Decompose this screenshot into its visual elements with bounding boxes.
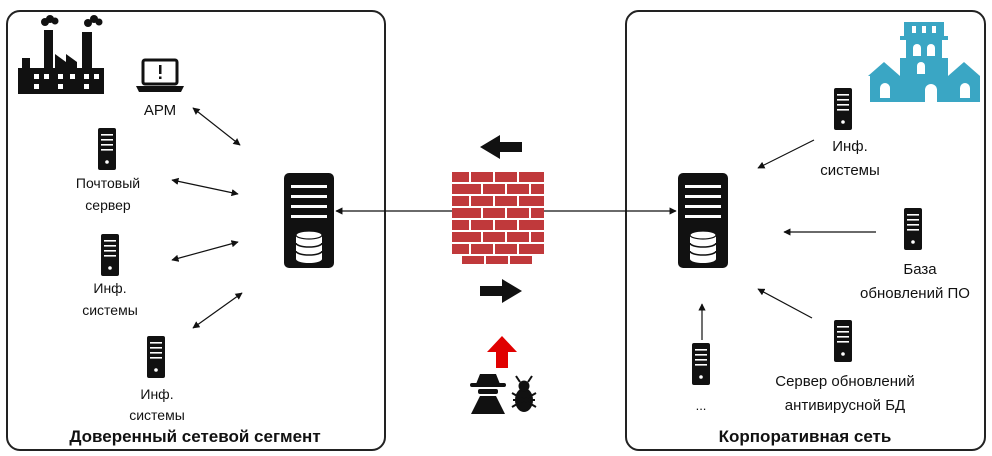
mail-server-icon: [98, 128, 116, 170]
hacker-icon: [470, 374, 506, 414]
laptop-icon: [136, 58, 184, 92]
link-inf1: [171, 240, 239, 262]
link-arm: [192, 107, 241, 146]
arrow-left-icon: [480, 135, 522, 159]
inf-system-label-1-line2: системы: [82, 302, 138, 318]
trusted-segment-panel: [6, 10, 386, 451]
trusted-segment-title: Доверенный сетевой сегмент: [69, 427, 321, 446]
other-server-icon: [692, 343, 710, 385]
trusted-gateway-server-icon: [283, 172, 335, 269]
updates-db-label-line2: обновлений ПО: [860, 285, 970, 302]
inf-system-label-1-line1: Инф.: [93, 280, 127, 296]
firewall-icon: [452, 172, 544, 264]
inf-system-server-icon-1: [101, 234, 119, 276]
mail-server-label-line2: сервер: [85, 197, 131, 213]
corporate-network-panel: [625, 10, 986, 451]
link-antivirus: [757, 288, 813, 319]
other-servers-label: ...: [695, 398, 707, 413]
antivirus-server-label-line2: антивирусной БД: [784, 397, 906, 414]
bug-icon: [511, 375, 537, 412]
antivirus-server-label-line1: Сервер обновлений: [775, 373, 915, 390]
factory-icon: [18, 15, 104, 94]
inf-system-label-2-line1: Инф.: [140, 386, 174, 402]
inf-system-server-icon-2: [147, 336, 165, 378]
link-mail: [171, 177, 239, 197]
arrow-right-icon: [480, 279, 522, 303]
attack-arrow-icon: [487, 336, 517, 368]
updates-db-server-icon: [904, 208, 922, 250]
corporate-network-title: Корпоративная сеть: [718, 427, 892, 446]
antivirus-server-icon: [834, 320, 852, 362]
link-inf2: [192, 292, 243, 329]
building-icon: [868, 22, 980, 102]
inf-system-server-icon-right: [834, 88, 852, 130]
inf-system-right-label-line1: Инф.: [832, 138, 868, 155]
updates-db-label-line1: База: [903, 261, 937, 278]
corporate-gateway-server-icon: [677, 172, 729, 269]
mail-server-label-line1: Почтовый: [75, 175, 141, 191]
inf-system-right-label-line2: системы: [820, 162, 880, 179]
link-inf-right: [757, 139, 815, 169]
inf-system-label-2-line2: системы: [129, 407, 185, 423]
arm-label: АРМ: [143, 102, 177, 119]
